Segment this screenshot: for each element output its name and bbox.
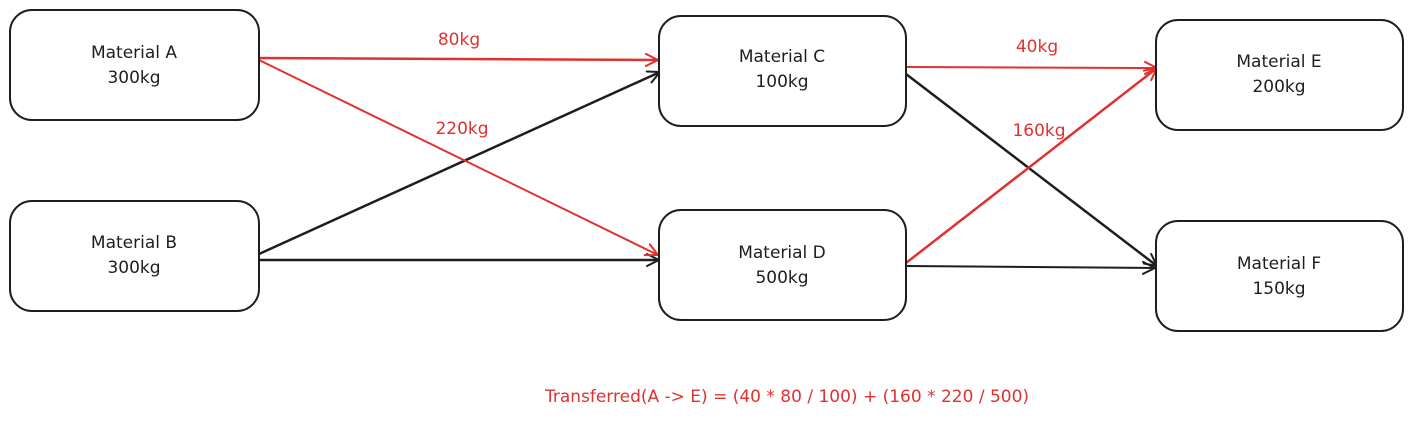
- edge-c-to-f: [904, 72, 1159, 268]
- transfer-formula: Transferred(A -> E) = (40 * 80 / 100) + …: [544, 387, 1029, 407]
- node-label: Material D: [738, 243, 826, 263]
- node-amount: 300kg: [107, 68, 160, 88]
- node-material-e: Material E 200kg: [1155, 19, 1404, 131]
- edge-a-to-d: [258, 59, 659, 257]
- edge-label-a-to-d: 220kg: [435, 119, 488, 139]
- node-material-a: Material A 300kg: [9, 9, 260, 121]
- node-amount: 200kg: [1252, 77, 1305, 97]
- node-box: [1155, 220, 1404, 332]
- node-box: [1155, 19, 1404, 131]
- node-amount: 150kg: [1252, 279, 1305, 299]
- edge-labels: 80kg 220kg 40kg 160kg: [435, 30, 1065, 141]
- node-label: Material F: [1237, 254, 1321, 274]
- node-material-f: Material F 150kg: [1155, 220, 1404, 332]
- node-label: Material A: [91, 43, 177, 63]
- edge-d-to-f: [905, 260, 1156, 275]
- node-material-b: Material B 300kg: [9, 200, 260, 312]
- node-box: [658, 209, 907, 321]
- node-box: [658, 15, 907, 127]
- node-material-c: Material C 100kg: [658, 15, 907, 127]
- edge-b-to-c: [257, 70, 662, 256]
- node-label: Material E: [1236, 52, 1321, 72]
- edge-label-c-to-e: 40kg: [1016, 37, 1058, 57]
- node-amount: 100kg: [755, 72, 808, 92]
- node-label: Material C: [739, 47, 825, 67]
- edge-c-to-e: [905, 60, 1158, 75]
- edge-a-to-c: [257, 52, 660, 67]
- node-material-d: Material D 500kg: [658, 209, 907, 321]
- edge-d-to-e: [904, 66, 1159, 265]
- node-amount: 300kg: [107, 258, 160, 278]
- node-box: [9, 9, 260, 121]
- node-box: [9, 200, 260, 312]
- edges: [257, 52, 1159, 275]
- node-amount: 500kg: [755, 268, 808, 288]
- edge-label-d-to-e: 160kg: [1012, 121, 1065, 141]
- node-label: Material B: [91, 233, 177, 253]
- edge-label-a-to-c: 80kg: [438, 30, 480, 50]
